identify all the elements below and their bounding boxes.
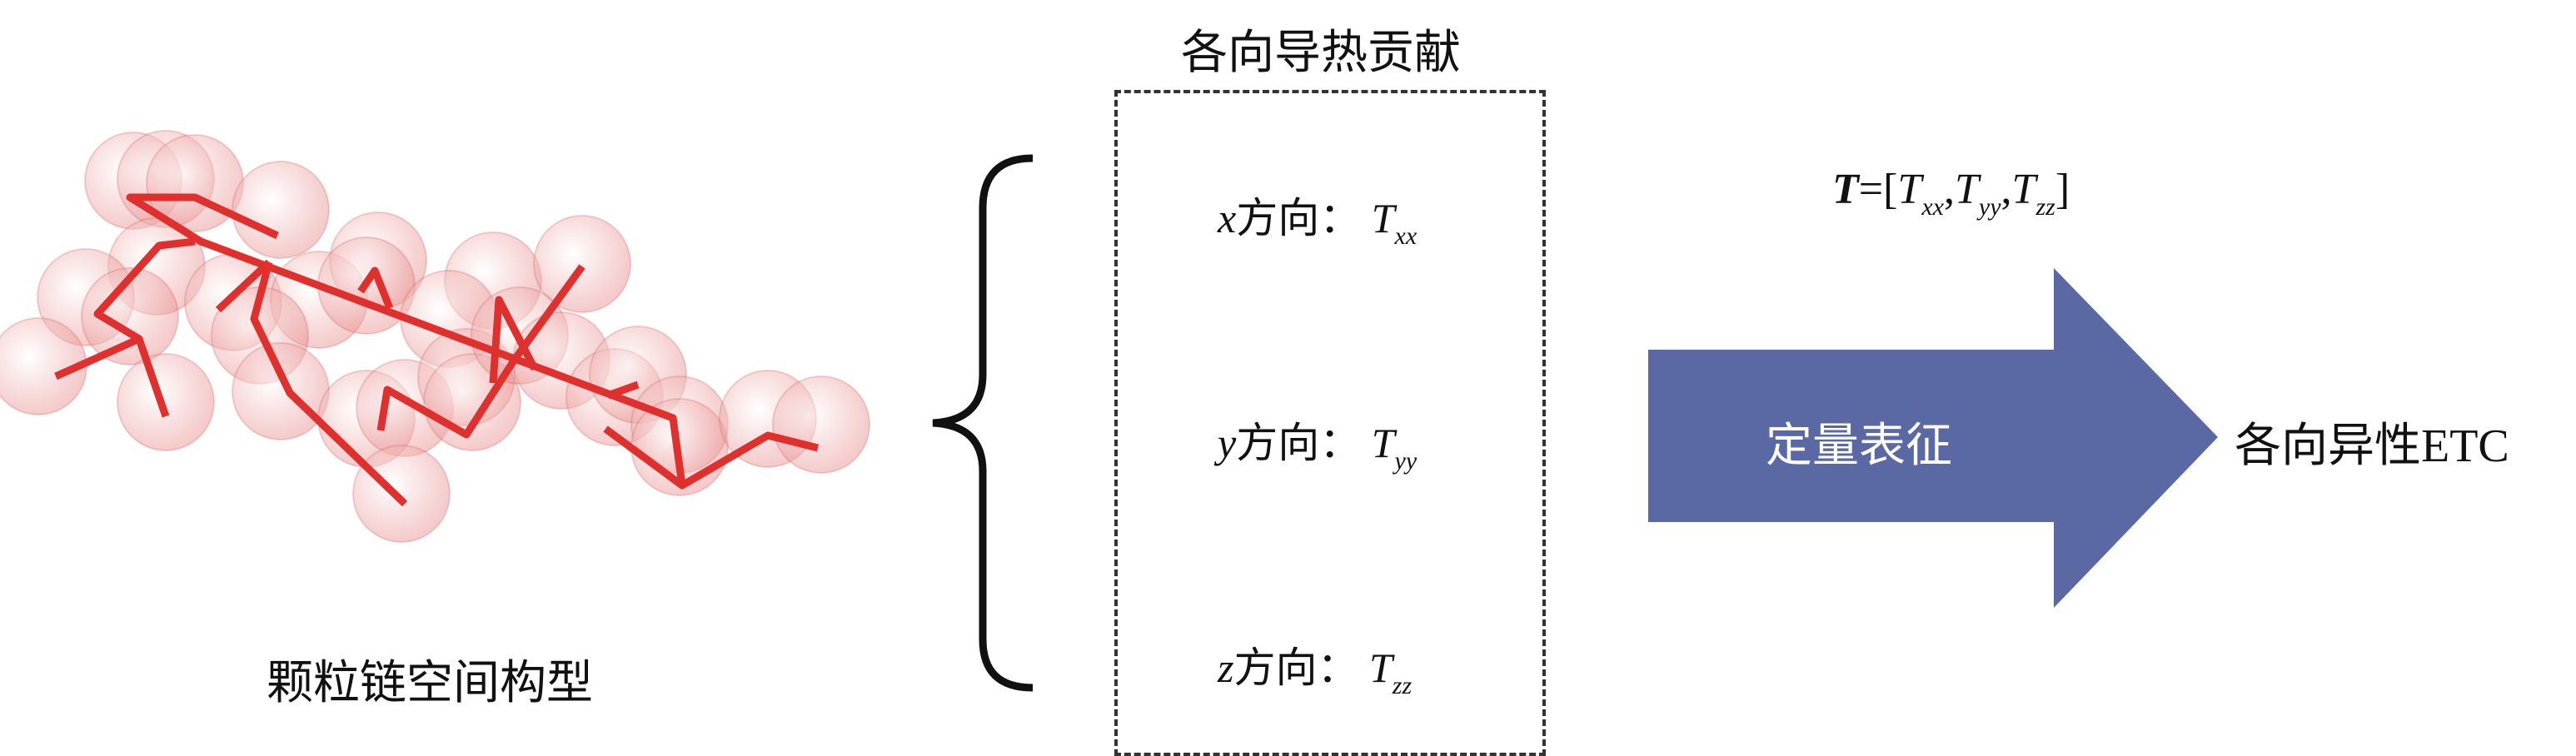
formula-term: T [1954, 166, 1979, 213]
formula-subscript: zz [2035, 193, 2055, 221]
x-direction-row: x方向： Txx [1218, 185, 1417, 251]
quantify-arrow [1648, 268, 2218, 608]
formula-subscript: xx [1921, 193, 1944, 221]
subscript: zz [1392, 672, 1413, 699]
particle [533, 215, 631, 313]
chain-segment [54, 237, 196, 380]
chain-segment [357, 266, 394, 310]
particle-chain-caption: 颗粒链空间构型 [267, 658, 593, 709]
particle [352, 445, 451, 543]
particle [117, 353, 215, 451]
subscript: xx [1394, 222, 1418, 250]
axis-label: y [1218, 420, 1237, 466]
particle-chain-lines [54, 193, 820, 507]
chain-segment [250, 261, 408, 507]
formula-term: T [2011, 166, 2036, 213]
symbol: T [1371, 195, 1395, 241]
chain-segment [126, 193, 820, 490]
formula-subscript: yy [1978, 193, 2001, 221]
particle [232, 342, 330, 440]
result-label: 各向异性ETC [2235, 420, 2509, 472]
symbol: T [1371, 420, 1395, 466]
chain-segment [135, 337, 170, 418]
formula-eq: =[ [1858, 166, 1898, 213]
axis-label: z [1218, 644, 1234, 691]
formula-sep: ] [2055, 166, 2070, 213]
chain-segment [603, 425, 685, 489]
curly-brace [932, 154, 1034, 692]
z-direction-row: z方向： Tzz [1218, 634, 1412, 700]
formula-sep: , [1943, 166, 1955, 213]
particle [232, 161, 330, 259]
y-direction-row: y方向： Tyy [1218, 410, 1417, 475]
particle [81, 267, 179, 366]
subscript: yy [1394, 447, 1418, 475]
tensor-formula: T=[Txx,Tyy,Tzz] [1832, 165, 2070, 221]
particle [772, 376, 870, 474]
direction-label: 方向： [1233, 644, 1359, 691]
chain-segment [606, 380, 640, 400]
direction-label: 方向： [1236, 420, 1362, 466]
contributions-title: 各向导热贡献 [1181, 27, 1461, 79]
direction-label: 方向： [1236, 195, 1362, 241]
chain-segment [376, 264, 585, 439]
symbol: T [1368, 644, 1393, 691]
formula-sep: , [2001, 166, 2012, 213]
chain-segment [215, 259, 272, 313]
formula-lhs: T [1832, 166, 1859, 213]
axis-label: x [1218, 195, 1237, 241]
formula-term: T [1897, 166, 1922, 213]
arrow-label: 定量表征 [1766, 420, 1952, 472]
